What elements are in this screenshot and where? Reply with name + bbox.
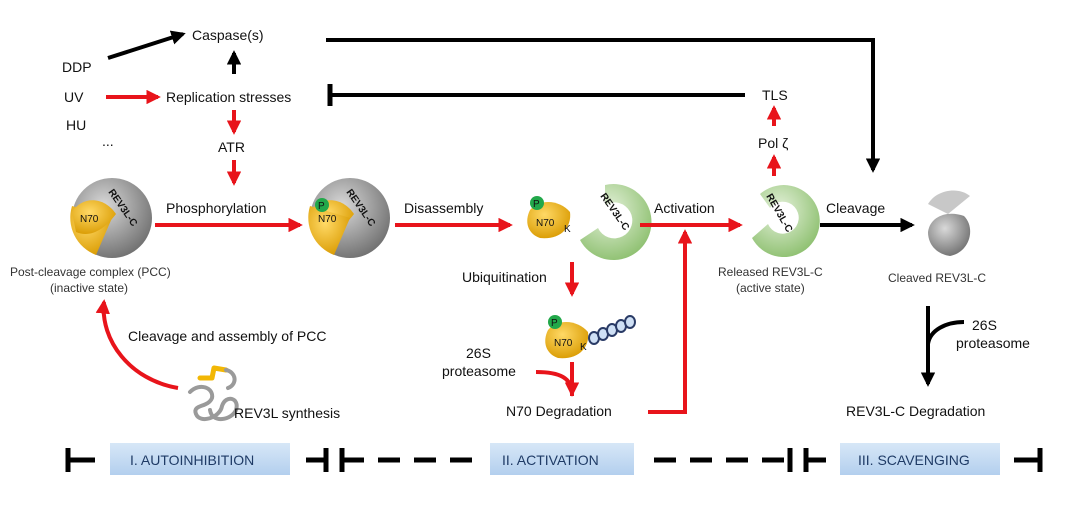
arrow-proteasome-to-n70-degradation <box>535 370 580 397</box>
arrow-ddp-to-caspase <box>107 30 186 60</box>
released-state-label-2: (active state) <box>736 281 805 295</box>
n70-label-pcc: N70 <box>80 214 99 225</box>
arrow-n70-degradation-to-activation <box>648 229 693 414</box>
activation-label: Activation <box>654 200 715 216</box>
atr-label: ATR <box>218 139 245 155</box>
rev3l-c-free-molecule: REV3L-C <box>580 184 652 261</box>
pol-zeta-label: Pol ζ <box>758 135 788 151</box>
proteasome-right-label-1: 26S <box>972 317 997 333</box>
hu-label: HU <box>66 117 86 133</box>
ubiquitinated-n70-molecule: P N70 K <box>545 315 636 359</box>
rev3l-synthesis-label: REV3L synthesis <box>234 405 340 421</box>
arrow-proteasome-right <box>926 320 965 345</box>
disassembly-label: Disassembly <box>404 200 483 216</box>
cleavage-assembly-label: Cleavage and assembly of PCC <box>128 328 326 344</box>
phase-timeline: I. AUTOINHIBITION II. ACTIVATION III. SC… <box>65 443 1043 475</box>
cleaved-state-label: Cleaved REV3L-C <box>888 271 986 285</box>
tls-label: TLS <box>762 87 788 103</box>
phase-label-autoinhibition: I. AUTOINHIBITION <box>130 452 254 468</box>
n70-label-ub: N70 <box>554 338 573 349</box>
ubiquitination-label: Ubiquitination <box>462 269 547 285</box>
ellipsis-label: ... <box>102 133 114 149</box>
pcc-state-label-1: Post-cleavage complex (PCC) <box>10 265 171 279</box>
pcc-state-label-2: (inactive state) <box>50 281 128 295</box>
lys-label-ub: K <box>580 342 587 353</box>
phospho-badge-ub <box>548 315 562 329</box>
phosphorylation-label: Phosphorylation <box>166 200 266 216</box>
phase-label-scavenging: III. SCAVENGING <box>858 452 970 468</box>
arrow-synthesis-to-pcc <box>95 299 179 390</box>
proteasome-left-label-1: 26S <box>466 345 491 361</box>
caspase-label: Caspase(s) <box>192 27 264 43</box>
phospho-label-n70: P <box>533 199 540 210</box>
phase-box-autoinhibition <box>110 443 290 475</box>
n70-fragment-molecule: P N70 K <box>527 196 571 239</box>
released-rev3l-c-molecule: REV3L-C <box>752 185 820 258</box>
phospho-label-pcc: P <box>318 201 325 212</box>
n70-label-free: N70 <box>536 218 555 229</box>
pcc-complex-molecule: N70 REV3L-C <box>70 178 152 258</box>
rev3l-c-degradation-label: REV3L-C Degradation <box>846 403 985 419</box>
phospho-pcc-molecule: P N70 REV3L-C <box>308 178 390 258</box>
ubiquitin-chain-icon <box>588 315 636 345</box>
lys-label-free: K <box>564 224 571 235</box>
phospho-badge-n70 <box>530 196 544 210</box>
phase-label-activation: II. ACTIVATION <box>502 452 599 468</box>
n70-label-phospho: N70 <box>318 214 337 225</box>
ddp-label: DDP <box>62 59 92 75</box>
phase-box-scavenging <box>840 443 1000 475</box>
arrow-caspase-to-cleavage <box>326 38 881 173</box>
proteasome-left-label-2: proteasome <box>442 363 516 379</box>
rev3l-synthesis-protein-icon <box>188 365 239 422</box>
phase-box-activation <box>490 443 634 475</box>
n70-degradation-label: N70 Degradation <box>506 403 612 419</box>
proteasome-right-label-2: proteasome <box>956 335 1030 351</box>
uv-label: UV <box>64 89 84 105</box>
cleavage-label: Cleavage <box>826 200 885 216</box>
phospho-badge-pcc <box>315 198 329 212</box>
cleaved-rev3l-c-molecule <box>928 190 971 256</box>
replication-stresses-label: Replication stresses <box>166 89 291 105</box>
released-state-label-1: Released REV3L-C <box>718 265 823 279</box>
phospho-label-ub: P <box>551 318 558 329</box>
